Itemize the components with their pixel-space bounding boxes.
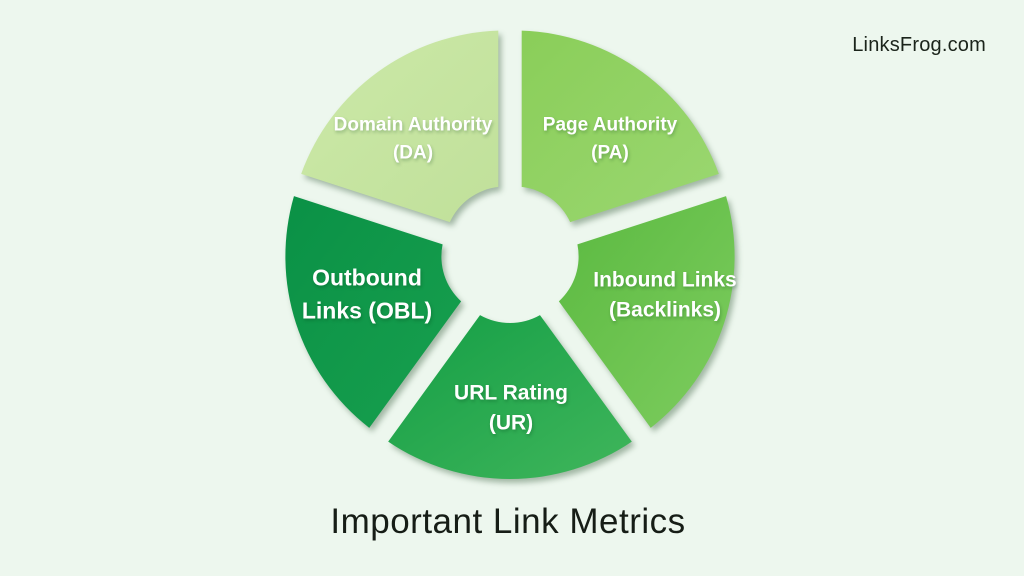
label-url-rating: URL Rating (UR): [454, 379, 568, 440]
label-line: Page Authority: [542, 114, 678, 136]
chart-title: Important Link Metrics: [330, 502, 686, 541]
label-inbound-links: Inbound Links (Backlinks): [593, 266, 736, 327]
segment-inbound-links: [558, 196, 735, 428]
label-line: (Backlinks): [608, 299, 722, 322]
segment-page-authority: [521, 30, 719, 223]
label-line: Links (OBL): [301, 298, 433, 324]
watermark-text: LinksFrog.com: [852, 34, 986, 56]
label-domain-authority: Domain Authority (DA): [334, 111, 493, 166]
label-line: (PA): [591, 142, 629, 163]
label-line: (UR): [488, 412, 534, 435]
label-line: (DA): [392, 142, 434, 163]
segment-url-rating: [388, 315, 632, 480]
label-line: Domain Authority: [333, 114, 493, 136]
segment-domain-authority: [301, 30, 499, 223]
label-outbound-links: Outbound Links (OBL): [302, 262, 432, 329]
label-line: Outbound: [312, 264, 422, 291]
label-line: URL Rating: [454, 381, 568, 405]
label-page-authority: Page Authority (PA): [543, 111, 677, 166]
segment-outbound-links: [285, 196, 462, 428]
label-line: Inbound Links: [593, 268, 737, 292]
